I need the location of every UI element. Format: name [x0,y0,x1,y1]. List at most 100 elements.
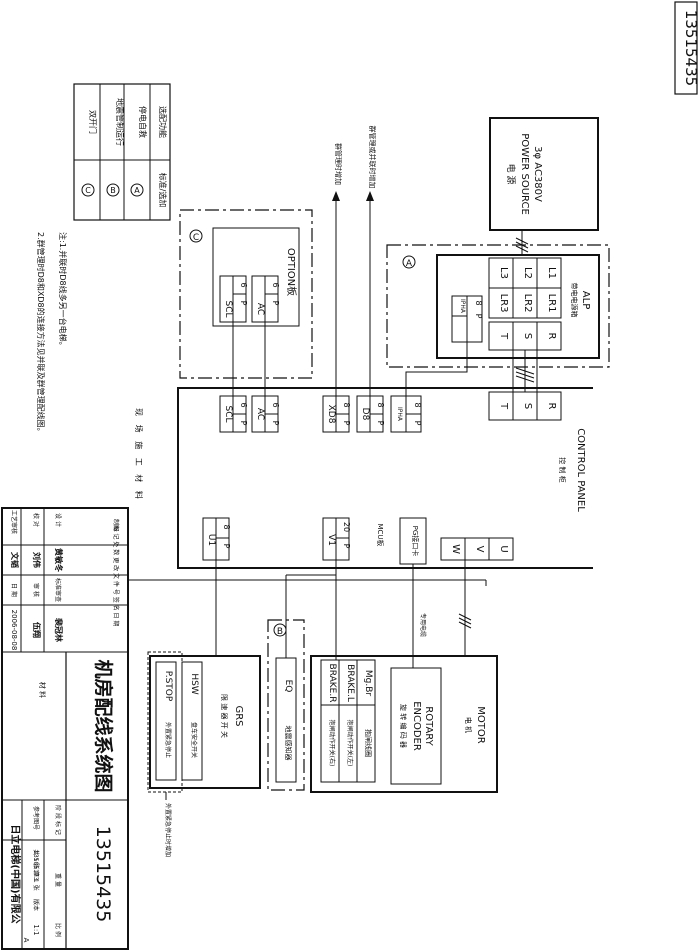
alp-terminal-lr1: LR1 [546,294,557,313]
legend-row-1-mark: A [134,186,140,195]
svg-text:P: P [342,421,351,426]
eq-cn: 地震感知器 [284,726,293,761]
rotary-encoder-box [390,667,442,785]
power-label-2: POWER SOURCE [519,133,530,215]
legend-row-3-name: 双开门 [88,110,98,134]
motor-box [310,655,498,793]
svg-text:A: A [406,259,413,269]
svg-text:IPHA: IPHA [396,407,403,422]
mg-br-label: Mg.Br [363,670,373,697]
svg-text:P: P [376,421,385,426]
svg-text:P: P [271,301,280,306]
alp-terminal-t: T [498,332,509,340]
cp-rst-block [488,391,562,421]
svg-text:XD8: XD8 [326,405,336,424]
option-board [212,227,300,327]
brake-l-label: BRAKE.L [345,664,355,702]
encoder-cable-note: 专用电缆 [419,613,427,637]
svg-text:8: 8 [376,402,385,407]
svg-text:SCL: SCL [223,405,233,422]
option-title: OPTION板 [285,248,298,296]
svg-text:C: C [193,233,199,243]
svg-text:AC: AC [255,303,265,315]
legend-header2: 标准/选加 [158,173,168,208]
pstop-dotted-frame [147,651,183,793]
legend-table [73,83,171,221]
control-panel-box [177,387,593,569]
svg-text:8: 8 [413,402,422,407]
control-panel-title: CONTROL PANEL [575,428,586,512]
brake-r-label: BRAKE.R [327,664,337,703]
encoder-label-3: 旋 转 编 码 器 [399,704,408,748]
drawing-title: 机房配线系统图 [92,659,115,792]
svg-text:6: 6 [271,282,280,287]
grs-title: GRS [233,705,244,726]
alp-terminal-r: R [546,333,557,340]
drawing-number-top: 13515435 [682,10,700,86]
xd8-note: 群管理时增加 [334,143,343,185]
hsw-cn: 盘车安全开关 [190,722,198,758]
svg-text:P: P [413,421,422,426]
alp-terminal-l1: L1 [546,267,557,279]
brake-r-cn: 抱闸动作开关(右) [328,720,336,767]
pstop-cn: 外置紧急停止 [164,722,172,758]
brake-block [320,659,376,783]
svg-text:6: 6 [239,402,248,407]
svg-text:V1: V1 [326,534,336,546]
cp-terminal-w: W [450,544,461,554]
svg-text:U1: U1 [206,534,216,546]
cp-uvw-block [440,537,514,561]
cp-terminal-s: S [522,403,533,409]
drawing-number-main: 13515435 [92,826,114,923]
svg-text:D8: D8 [360,408,370,421]
alp-marker [402,255,416,269]
legend-header: 选配功能 [158,106,168,138]
tb-approver: 伍翔 [32,621,42,638]
alp-group-frame [386,244,610,368]
svg-text:8: 8 [222,524,231,529]
svg-text:P: P [342,544,351,549]
cp-terminal-t: T [498,402,509,410]
tb-audit: 审 核 [32,583,40,597]
tb-role-3: 工艺审核 [10,510,18,534]
eq-label: EQ [283,680,293,693]
svg-text:IPHA: IPHA [459,299,466,314]
tb-ref: 13505173 [32,850,39,881]
svg-text:8: 8 [342,402,351,407]
svg-text:P: P [239,301,248,306]
alp-terminal-l3: L3 [498,267,509,279]
pstop-box [155,661,177,781]
tb-version-label: 版本 [32,899,40,911]
cp-terminal-v: V [474,546,485,553]
svg-text:AC: AC [255,408,265,420]
d8-note: 群管理或并联时增加 [368,126,377,189]
hsw-label: HSW [189,673,199,694]
tb-ref-label: 参考图号 [32,806,40,830]
company-name: 日立电梯(中国)有限公 [9,824,22,923]
brake-l-cn: 抱闸动作开关(左) [346,720,354,767]
motor-title: MOTOR [475,706,486,743]
drawing-number-box [674,1,698,95]
legend-row-2-name: 地震管制运行 [115,98,125,146]
grs-subtitle: 限 速 器 开 关 [220,694,229,738]
encoder-label-1: ROTARY [423,706,434,746]
tb-date: 2006-08-08 [10,610,18,651]
option-marker [189,229,203,243]
tb-role-1: 设 计 [54,513,62,527]
legend-row-2-mark: B [110,186,116,195]
svg-text:P: P [222,544,231,549]
alp-terminal-lr3: LR3 [498,294,509,313]
cp-terminal-r: R [546,403,557,410]
alp-subtitle: 带电电源箱 [570,283,579,318]
tb-scale: 1:1 [32,924,40,935]
power-source-box [489,117,599,231]
site-material-note: 现 场 施 工 材 料 [134,408,144,502]
note-1: 注:1.并联时D8线多另一台电梯。 [58,232,68,350]
svg-text:P: P [271,421,280,426]
tb-std-name: 裴冠林 [54,617,64,642]
svg-text:SCL: SCL [223,300,233,317]
tb-col-stage: 阶 段 标 记 [54,805,62,835]
tb-role-2: 校 对 [32,513,40,527]
